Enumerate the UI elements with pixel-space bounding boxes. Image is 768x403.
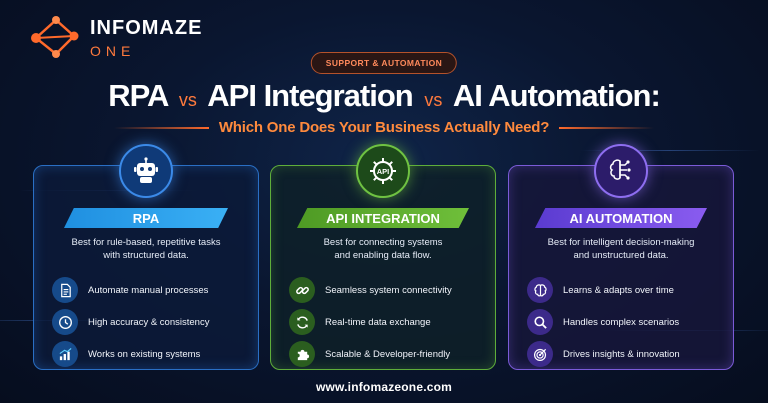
- subtitle-divider-right: [559, 126, 655, 129]
- card-description: Best for intelligent decision-making and…: [509, 236, 733, 262]
- title-rpa: RPA: [108, 78, 168, 113]
- logo-mark-icon: [31, 16, 79, 58]
- logo-subname: ONE: [90, 43, 136, 59]
- link-icon: [289, 277, 315, 303]
- card-title: API INTEGRATION: [297, 208, 469, 228]
- title-ai: AI Automation:: [452, 78, 661, 113]
- card-description-line: Best for intelligent decision-making: [547, 237, 695, 248]
- list-item-label: Learns & adapts over time: [563, 284, 674, 296]
- card-description: Best for rule-based, repetitive tasks wi…: [34, 236, 258, 262]
- card-ai-automation: AI AUTOMATION Best for intelligent decis…: [508, 144, 734, 370]
- card-description-line: and enabling data flow.: [334, 250, 432, 261]
- card-description-line: Best for connecting systems: [323, 237, 443, 248]
- list-item: Drives insights & innovation: [527, 338, 725, 370]
- card-api-integration: API API INTEGRATION Best for connecting …: [270, 144, 496, 370]
- card-title: AI AUTOMATION: [535, 208, 707, 228]
- page-title: RPA vs API Integration vs AI Automation:: [0, 78, 768, 114]
- puzzle-icon: [289, 341, 315, 367]
- card-rpa: RPA Best for rule-based, repetitive task…: [33, 144, 259, 370]
- magnifier-icon: [527, 309, 553, 335]
- list-item: Works on existing systems: [52, 338, 250, 370]
- clock-icon: [52, 309, 78, 335]
- title-api: API Integration: [207, 78, 413, 113]
- list-item-label: Seamless system connectivity: [325, 284, 452, 296]
- card-description-line: Best for rule-based, repetitive tasks: [71, 237, 221, 248]
- list-item-label: Automate manual processes: [88, 284, 209, 296]
- list-item-label: Works on existing systems: [88, 348, 201, 360]
- card-title: RPA: [64, 208, 228, 228]
- list-item: Seamless system connectivity: [289, 274, 487, 306]
- svg-text:API: API: [377, 167, 390, 176]
- sync-icon: [289, 309, 315, 335]
- brain-icon: [527, 277, 553, 303]
- brain-circuit-icon: [594, 144, 648, 198]
- subtitle-row: Which One Does Your Business Actually Ne…: [0, 119, 768, 136]
- list-item-label: Real-time data exchange: [325, 316, 431, 328]
- list-item: Scalable & Developer-friendly: [289, 338, 487, 370]
- list-item: Handles complex scenarios: [527, 306, 725, 338]
- api-gear-icon: API: [356, 144, 410, 198]
- brand-logo[interactable]: INFOMAZE ONE: [26, 14, 202, 62]
- list-item-label: Scalable & Developer-friendly: [325, 348, 451, 360]
- title-vs-1: vs: [178, 90, 197, 110]
- list-item: Automate manual processes: [52, 274, 250, 306]
- document-icon: [52, 277, 78, 303]
- bar-chart-icon: [52, 341, 78, 367]
- list-item-label: Drives insights & innovation: [563, 348, 680, 360]
- title-vs-2: vs: [424, 90, 443, 110]
- robot-icon: [119, 144, 173, 198]
- list-item: Learns & adapts over time: [527, 274, 725, 306]
- list-item-label: Handles complex scenarios: [563, 316, 680, 328]
- category-badge: SUPPORT & AUTOMATION: [310, 52, 458, 74]
- card-description: Best for connecting systems and enabling…: [271, 236, 495, 262]
- logo-name: INFOMAZE: [90, 17, 203, 39]
- page-subtitle: Which One Does Your Business Actually Ne…: [218, 119, 550, 136]
- subtitle-divider-left: [113, 126, 209, 129]
- card-description-line: and unstructured data.: [573, 250, 669, 261]
- card-description-line: with structured data.: [103, 250, 189, 261]
- list-item: Real-time data exchange: [289, 306, 487, 338]
- list-item-label: High accuracy & consistency: [88, 316, 210, 328]
- target-icon: [527, 341, 553, 367]
- list-item: High accuracy & consistency: [52, 306, 250, 338]
- website-link[interactable]: www.infomazeone.com: [315, 380, 453, 394]
